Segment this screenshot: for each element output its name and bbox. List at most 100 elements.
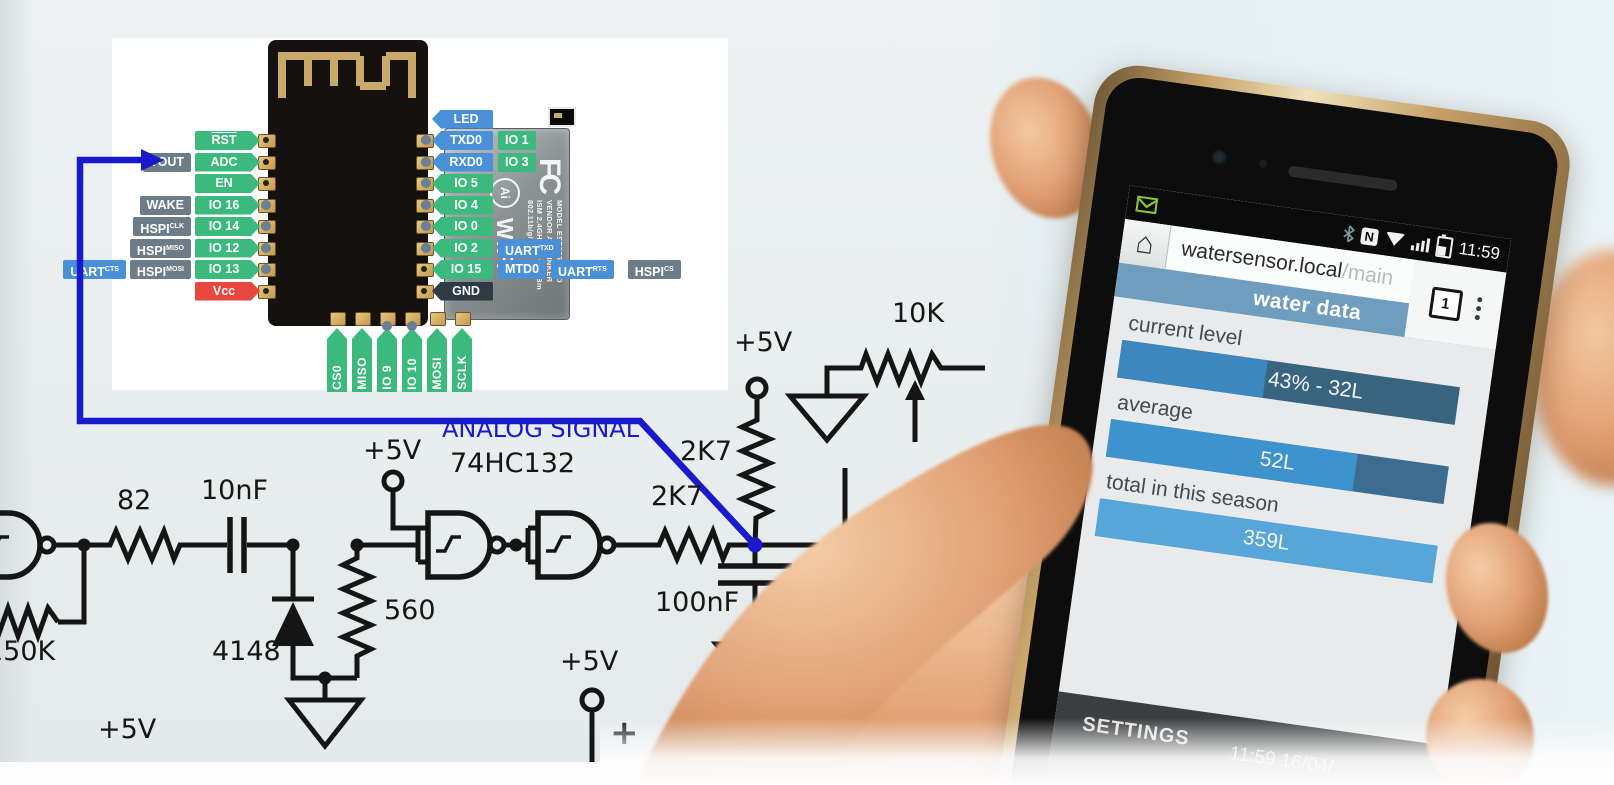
pin-label-io-10: IO 10 — [402, 328, 422, 392]
pin-row: RST — [112, 131, 260, 150]
schematic-label: +5V — [734, 327, 793, 358]
url-path: /main — [1340, 259, 1395, 290]
pin-label-io-0: IO 0 — [432, 217, 493, 236]
pin-label-hspi: HSPIMISO — [129, 238, 191, 258]
pin-row: IO 0 — [421, 217, 493, 236]
pin-label-io-14: IO 14 — [195, 217, 260, 236]
pin-row: GND — [432, 281, 493, 301]
pin-marker-dot — [261, 242, 271, 253]
pin-label-en: EN — [195, 174, 260, 193]
status-time: 11:59 — [1457, 238, 1502, 264]
pin-label-io-4: IO 4 — [432, 195, 493, 215]
pin-marker-dot — [421, 242, 431, 253]
pin-label-io-3: IO 3 — [498, 152, 536, 172]
pin-label-io-12: IO 12 — [195, 239, 260, 258]
solder-pad — [430, 312, 446, 326]
solder-pad — [258, 155, 276, 170]
pin-marker-dot — [421, 178, 431, 188]
pin-label-tout: TOUT — [143, 152, 191, 172]
schematic-label: +5V — [98, 714, 157, 745]
pin-label-led: LED — [432, 109, 493, 129]
esp-module-pcb: FC MODEL ESP8266MODVENDOR AI-THINKERISM … — [268, 40, 576, 326]
phone-bezel: N 11:59 ⌂ watersensor.local/main water d… — [999, 73, 1562, 785]
menu-button[interactable] — [1474, 296, 1483, 320]
solder-pad — [258, 284, 276, 299]
pin-label-io-9: IO 9 — [377, 328, 397, 392]
settings-button[interactable]: SETTINGS — [1080, 713, 1191, 750]
pin-label-miso: MISO — [352, 328, 372, 392]
pin-row: IO 5 — [421, 174, 493, 193]
wifi-icon — [1386, 231, 1405, 246]
pin-row: EN — [112, 174, 260, 193]
pin-label-uart: UARTRTS — [551, 260, 614, 279]
solder-pad — [455, 312, 471, 326]
phone-screen: N 11:59 ⌂ watersensor.local/main water d… — [1039, 185, 1512, 785]
home-icon: ⌂ — [1133, 225, 1157, 262]
pin-label-rxd0: RXD0 — [432, 152, 493, 172]
pin-label-txd0: TXD0 — [432, 131, 493, 150]
pin-marker-dot — [421, 221, 431, 231]
nfc-icon: N — [1359, 226, 1379, 246]
pin-label-hspi: HSPICLK — [133, 217, 191, 236]
schematic-label: 4148 — [212, 636, 281, 667]
browser-controls: 1 — [1404, 259, 1507, 350]
pin-label-hspi: HSPICS — [627, 260, 681, 279]
signal-icon — [1410, 235, 1431, 253]
pin-marker-dot — [421, 156, 431, 167]
pin-label-io-1: IO 1 — [498, 131, 536, 150]
battery-icon — [1434, 235, 1454, 259]
schematic-label: +5V — [363, 435, 422, 466]
pin-label-hspi: HSPIMOSI — [129, 260, 191, 279]
earpiece — [1287, 165, 1399, 192]
pin-row: TXD0 IO 1 — [421, 131, 536, 150]
pin-label-uart: UARTCTS — [63, 260, 126, 279]
pin-label-cs0: CS0 — [327, 328, 347, 392]
pin-row: IO 4 — [421, 195, 493, 215]
mail-notification-icon — [1135, 195, 1159, 215]
schematic-label: 560 — [384, 595, 436, 626]
pin-label-gnd: GND — [432, 281, 493, 301]
schematic-label: + — [610, 713, 639, 753]
pin-marker-dot — [261, 221, 271, 231]
pin-label-io-16: IO 16 — [195, 196, 260, 215]
tab-count-button[interactable]: 1 — [1427, 285, 1463, 321]
solder-pad — [258, 177, 276, 191]
ai-thinker-logo: Ai — [490, 177, 520, 208]
pin-label-io-13: IO 13 — [195, 260, 260, 279]
pin-label-io-15: IO 15 — [432, 260, 493, 279]
schematic-label: 82 — [117, 485, 152, 516]
schematic-label: 74HC132 — [450, 448, 576, 479]
pin-marker-dot — [421, 199, 431, 210]
pin-label-rst: RST — [195, 131, 260, 150]
schematic-label: 10K — [892, 298, 945, 329]
schematic-label: 2K7 — [651, 481, 704, 512]
pin-label-sclk: SCLK — [452, 328, 472, 392]
solder-pad — [330, 312, 346, 326]
schematic-label: +5V — [560, 646, 619, 677]
schematic-label: ANALOG SIGNAL — [442, 415, 640, 443]
fcc-mark: FC — [533, 158, 566, 192]
pin-row: LED — [432, 109, 493, 129]
pin-marker-dot — [421, 135, 431, 145]
pin-label-uart: UARTTXD — [498, 238, 561, 258]
front-camera — [1210, 148, 1228, 166]
pin-label-io-5: IO 5 — [432, 174, 493, 193]
pin-marker-dot — [407, 321, 417, 331]
pin-label-vcc: Vcc — [195, 282, 260, 301]
pin-label-adc: ADC — [195, 153, 260, 172]
pin-label-io-2: IO 2 — [432, 238, 493, 258]
page-footer: SETTINGS 11:59 16/04/ — [1039, 691, 1440, 785]
smartphone: N 11:59 ⌂ watersensor.local/main water d… — [985, 60, 1576, 785]
module-led — [548, 107, 576, 127]
home-button[interactable]: ⌂ — [1118, 219, 1172, 270]
pin-marker-dot — [382, 321, 392, 331]
